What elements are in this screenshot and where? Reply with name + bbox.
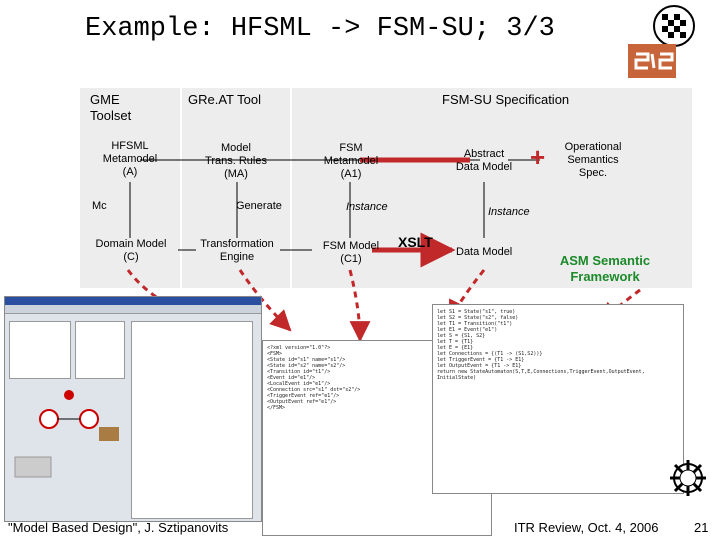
code-line: let OutputEvent = {T1 -> E1} (437, 363, 522, 369)
code-line: <Transition id="t1"/> (267, 369, 331, 375)
checkered-c-icon (653, 5, 695, 47)
data-model: Data Model (456, 246, 513, 258)
code-line: <LocalEvent id="e1"/> (267, 381, 331, 387)
code-line: let E = {E1} (437, 345, 474, 351)
great-tool-title: GRe.AT Tool (188, 92, 261, 107)
fsm-model: FSM Model (C1) (322, 240, 380, 265)
instance-label-abstract: Instance (488, 206, 530, 218)
model-trans-rules: Model Trans. Rules (MA) (205, 142, 267, 180)
code-line: return new StateAutomaton(S,T,E,Connecti… (437, 369, 645, 375)
transformation-engine: Transformation Engine (200, 238, 274, 263)
generate-label: Generate (236, 200, 282, 212)
fsm-metamodel: FSM Metamodel (A1) (323, 142, 379, 180)
fsm-su-spec-title: FSM-SU Specification (442, 92, 570, 107)
plus-sign: + (530, 142, 546, 172)
code-line: let Connections = {(T1 -> (S1,S2))} (437, 351, 543, 357)
footer-right: ITR Review, Oct. 4, 2006 (514, 520, 659, 535)
code-line: let E1 = Event("e1") (437, 327, 498, 333)
asm-code-screenshot: let S1 = State("s1", true)let S2 = State… (432, 304, 684, 494)
code-line: <State id="s1" name="s1"/> (267, 357, 346, 363)
hfsml-metamodel: HFSML Metamodel (A) (102, 140, 158, 178)
itr-logo (668, 458, 708, 498)
code-line: <TriggerEvent ref="e1"/> (267, 393, 340, 399)
gme-editor-screenshot (4, 296, 262, 522)
abstract-data-model: Abstract Data Model (455, 148, 513, 173)
operational-semantics-spec: Operational Semantics Spec. (564, 141, 622, 179)
code-line: <FSM> (267, 351, 283, 357)
code-line: let S1 = State("s1", true) (437, 309, 516, 315)
code-line: <State id="s2" name="s2"/> (267, 363, 346, 369)
code-line: let TriggerEvent = {T1 -> E1} (437, 357, 525, 363)
vanderbilt-logo (628, 4, 708, 80)
gme-toolset-title: GME Toolset (90, 92, 132, 123)
code-line: <Connection src="s1" dst="s2"/> (267, 387, 361, 393)
page-number: 21 (694, 520, 709, 535)
slide-title: Example: HFSML -> FSM-SU; 3/3 (85, 14, 555, 44)
domain-model: Domain Model (C) (95, 238, 167, 263)
code-line: InitialState) (437, 375, 477, 381)
code-line: <?xml version="1.0"?> (267, 345, 331, 351)
footer-left: "Model Based Design", J. Sztipanovits (8, 520, 229, 535)
code-line: let S2 = State("s2", false) (437, 315, 519, 321)
asm-semantic-framework: ASM Semantic Framework (559, 253, 651, 284)
instance-label-fsm: Instance (346, 201, 388, 213)
xslt-label: XSLT (398, 234, 433, 250)
code-line: let T1 = Transition("t1") (437, 321, 513, 327)
code-line: let T = {T1} (437, 339, 474, 345)
code-line: <OutputEvent ref="e1"/> (267, 399, 337, 405)
code-line: <Event id="e1"/> (267, 375, 316, 381)
code-line: let S = {S1, S2} (437, 333, 486, 339)
code-line: </FSM> (267, 405, 286, 411)
mc-label: Mc (92, 200, 107, 212)
